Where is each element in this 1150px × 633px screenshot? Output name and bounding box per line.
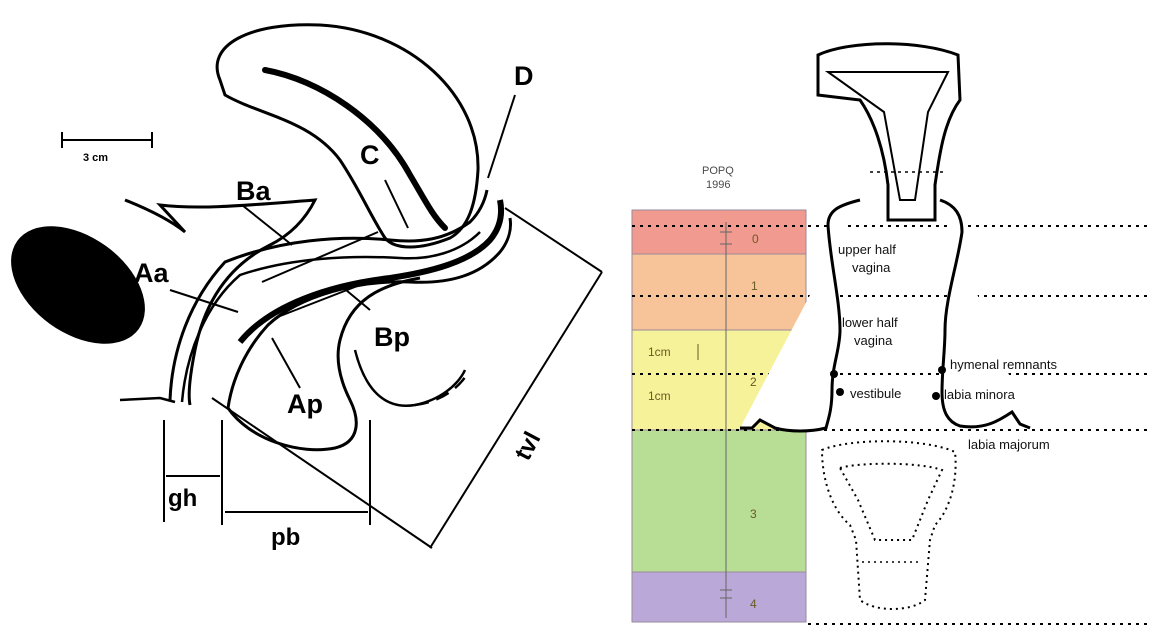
hymen-left-dot bbox=[830, 370, 838, 378]
label-lower-half-1: lower half bbox=[842, 315, 898, 330]
labia-right-dot bbox=[932, 392, 940, 400]
cm-label-lower: 1cm bbox=[648, 389, 671, 403]
label-tvl: tvl bbox=[509, 427, 546, 464]
label-pb: pb bbox=[271, 524, 300, 551]
scale-bar bbox=[62, 132, 152, 148]
scale-bar-label: 3 cm bbox=[83, 152, 108, 164]
stage-3-label: 3 bbox=[750, 507, 757, 521]
sagittal-diagram: 3 cm bbox=[0, 25, 602, 551]
posterior-vaginal-wall bbox=[240, 200, 501, 342]
stage-4-band bbox=[632, 572, 806, 622]
anterior-inner-wall bbox=[182, 232, 480, 402]
label-hymenal-remnants: hymenal remnants bbox=[950, 357, 1057, 372]
perineal-body bbox=[228, 278, 420, 450]
vulva-line bbox=[120, 398, 175, 402]
prolapsed-uterus-dotted bbox=[822, 441, 956, 609]
label-labia-minora: labia minora bbox=[944, 387, 1016, 402]
stage-0-band bbox=[632, 210, 806, 254]
label-aa: Aa bbox=[134, 258, 169, 288]
prolapsed-uterus-inner bbox=[840, 464, 942, 540]
stage-0-label: 0 bbox=[752, 232, 759, 246]
label-labia-majorum: labia majorum bbox=[968, 437, 1050, 452]
stage-4-label: 4 bbox=[750, 597, 757, 611]
label-ap: Ap bbox=[287, 389, 323, 419]
uterus-top bbox=[818, 44, 960, 220]
label-d: D bbox=[514, 61, 534, 91]
stage-3-band bbox=[632, 430, 806, 572]
label-ba: Ba bbox=[236, 176, 271, 206]
label-upper-half-1: upper half bbox=[838, 242, 896, 257]
uterus-outline bbox=[217, 25, 478, 247]
label-vestibule: vestibule bbox=[850, 386, 901, 401]
popq-diagram: POPQ 1996 0 1 2 3 4 1cm 1cm bbox=[632, 44, 1148, 624]
point-arrows bbox=[170, 95, 515, 388]
stage-2-label: 2 bbox=[750, 375, 757, 389]
popq-header-line2: 1996 bbox=[706, 179, 730, 191]
label-upper-half-2: vagina bbox=[852, 260, 891, 275]
labia-left-dot bbox=[836, 388, 844, 396]
rectal-curve bbox=[355, 350, 465, 406]
stage-1-label: 1 bbox=[751, 279, 758, 293]
popq-header-line1: POPQ bbox=[702, 165, 734, 177]
label-bp: Bp bbox=[374, 322, 410, 352]
stage-1-band bbox=[632, 254, 806, 330]
label-c: C bbox=[360, 140, 380, 170]
cm-label-upper: 1cm bbox=[648, 345, 671, 359]
uterine-cavity bbox=[265, 70, 445, 228]
hymen-right-dot bbox=[938, 366, 946, 374]
label-gh: gh bbox=[168, 485, 197, 512]
bladder-outline bbox=[125, 200, 315, 405]
label-lower-half-2: vagina bbox=[854, 333, 893, 348]
